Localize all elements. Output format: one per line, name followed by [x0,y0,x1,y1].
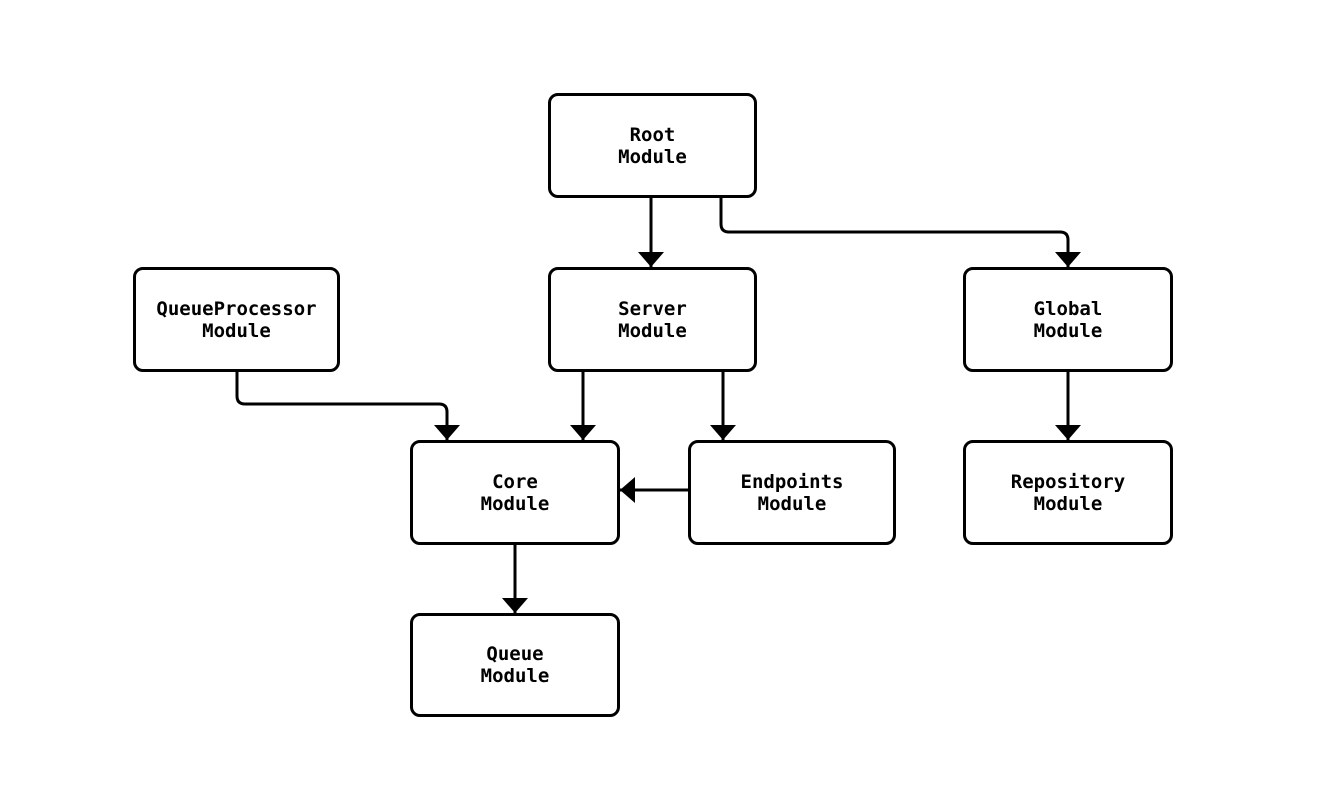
node-global-module: Global Module [963,267,1173,372]
node-label-line: Global [1033,297,1103,320]
node-core-module: Core Module [410,440,620,545]
node-label-line: Module [202,319,271,342]
node-label-line: Core [492,470,538,493]
node-label-line: Module [618,319,687,342]
edge-root-module-to-global-module [719,198,1081,267]
node-label-line: Module [618,145,687,168]
node-root-module: Root Module [548,93,757,198]
edge-queueprocessor-module-to-core-module [235,372,460,440]
node-label-line: Module [757,492,827,515]
node-queueprocessor-module: QueueProcessor Module [133,267,340,372]
node-queue-module: Queue Module [410,613,620,717]
node-label-line: Module [480,492,550,515]
node-label-line: Server [618,297,687,320]
node-endpoints-module: Endpoints Module [688,440,896,545]
node-label-line: Module [1033,492,1103,515]
node-label-line: Repository [1010,470,1126,493]
node-server-module: Server Module [548,267,757,372]
node-label-line: Module [480,665,550,687]
node-label-line: Endpoints [740,470,844,493]
node-label-line: Root [629,123,676,146]
node-label-line: Queue [486,643,544,665]
node-repository-module: Repository Module [963,440,1173,545]
node-label-line: QueueProcessor [156,297,317,320]
node-label-line: Module [1033,319,1103,342]
